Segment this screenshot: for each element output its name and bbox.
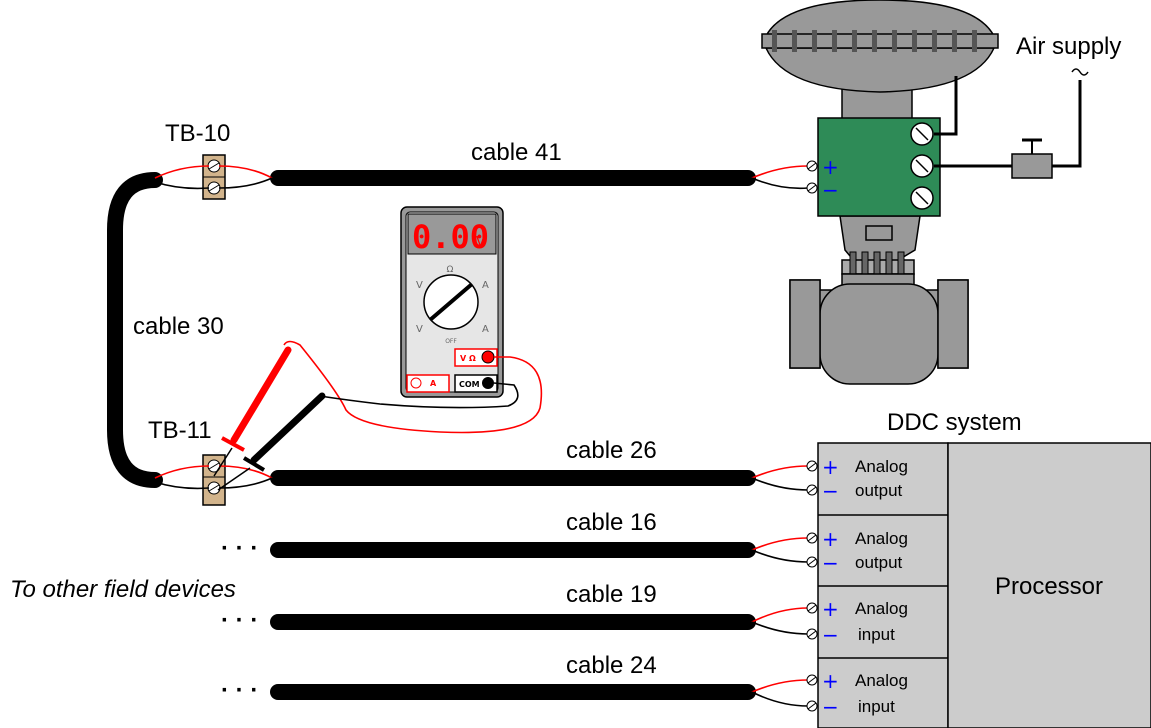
dial-dc-a: A [482,324,489,335]
ddc-module-2: + − Analog output [822,527,908,575]
dial-ac-v: V [416,280,423,291]
module-direction: input [858,625,895,644]
tb10-label: TB-10 [165,120,230,147]
ddc-system-label: DDC system [887,409,1022,436]
meter-reading: 0.00 [412,218,489,256]
multimeter: 0.00 V Ω V A V A OFF V Ω A COM [400,206,504,398]
cable-30-label: cable 30 [133,313,224,340]
positioner-terminals [806,160,818,194]
jack-a-label: A [430,379,437,388]
module-direction: input [858,697,895,716]
pneumatic-tubing [934,76,1082,168]
module-minus: − [822,623,839,647]
dial-ac-a: A [482,280,489,291]
cables [107,170,756,700]
ddc-module-3: + − Analog input [822,597,908,647]
tb11-label: TB-11 [148,417,212,444]
module-minus: − [822,695,839,719]
processor-label: Processor [995,573,1103,600]
ddc-module-1: + − Analog output [822,455,908,503]
module-type: Analog [855,529,908,548]
module-plus: + [822,455,839,479]
ellipsis-cable-19: · · · [221,607,258,634]
module-type: Analog [855,671,908,690]
air-supply-break [1071,68,1089,76]
red-probe[interactable] [213,346,292,477]
cable-41-label: cable 41 [471,139,562,166]
module-plus: + [822,527,839,551]
module-plus: + [822,597,839,621]
black-probe[interactable] [217,392,326,491]
module-direction: output [855,553,903,572]
air-regulator-icon [1011,138,1053,179]
dial-ohm: Ω [447,265,454,275]
ellipsis-cable-24: · · · [221,677,258,704]
test-leads [213,340,543,491]
ellipsis-cable-16: · · · [221,535,258,562]
terminal-block-tb11 [202,454,226,506]
other-field-devices-label: To other field devices [10,576,236,603]
terminal-block-tb10 [202,154,226,200]
jack-vohm[interactable] [481,350,495,364]
gauge-icon [910,122,934,210]
dial-off: OFF [445,338,457,345]
module-type: Analog [855,599,908,618]
cable-16-label: cable 16 [566,509,657,536]
cable-26-label: cable 26 [566,437,657,464]
cable-19-label: cable 19 [566,581,657,608]
dial-dc-v: V [416,324,423,335]
module-plus: + [822,669,839,693]
jack-vohm-label: V Ω [460,354,476,363]
cable-30 [107,172,163,488]
meter-reading-unit: V [476,235,485,250]
positioner-minus: − [822,178,839,202]
positioner-plus: + [822,155,839,179]
labels: TB-10 TB-11 cable 41 cable 30 cable 26 c… [10,33,1121,704]
ddc-system: + − Analog output + − Analog output + − … [806,442,1151,728]
module-minus: − [822,551,839,575]
jack-com-label: COM [459,380,480,389]
ddc-module-4: + − Analog input [822,669,908,719]
module-type: Analog [855,457,908,476]
valve-positioner: + − [817,117,941,217]
module-direction: output [855,481,903,500]
air-supply-label: Air supply [1016,33,1121,60]
module-minus: − [822,479,839,503]
cable-24-label: cable 24 [566,652,657,679]
control-valve [761,0,999,385]
jack-com[interactable] [482,377,494,389]
